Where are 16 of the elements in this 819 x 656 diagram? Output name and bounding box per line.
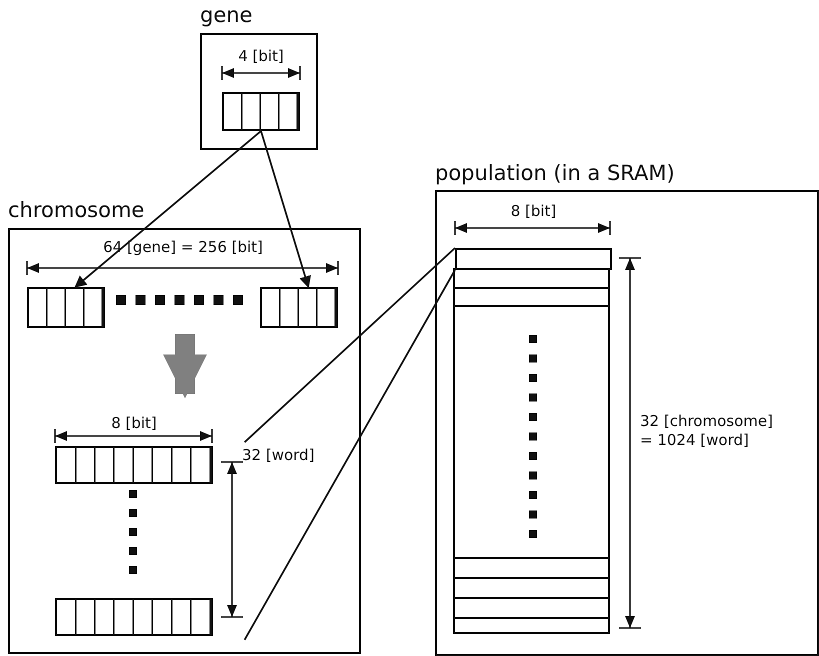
dimension-label: 8 [bit] — [111, 414, 157, 433]
block-arrow — [163, 334, 207, 398]
dimension-label: 4 [bit] — [238, 47, 284, 66]
dimension-label: 32 [word] — [242, 446, 314, 465]
bit-register — [55, 598, 213, 636]
leader-line — [244, 247, 456, 443]
leader-line — [244, 270, 456, 640]
arrow — [260, 130, 311, 288]
bit-register — [27, 287, 105, 328]
block-title: gene — [200, 3, 252, 27]
arrow — [74, 130, 262, 288]
dimension-label: 32 [chromosome] = 1024 [word] — [640, 412, 774, 450]
dimension-label: 8 [bit] — [510, 202, 556, 221]
bit-register — [260, 287, 338, 328]
block-title: population (in a SRAM) — [435, 161, 675, 185]
block-title: chromosome — [8, 198, 144, 222]
